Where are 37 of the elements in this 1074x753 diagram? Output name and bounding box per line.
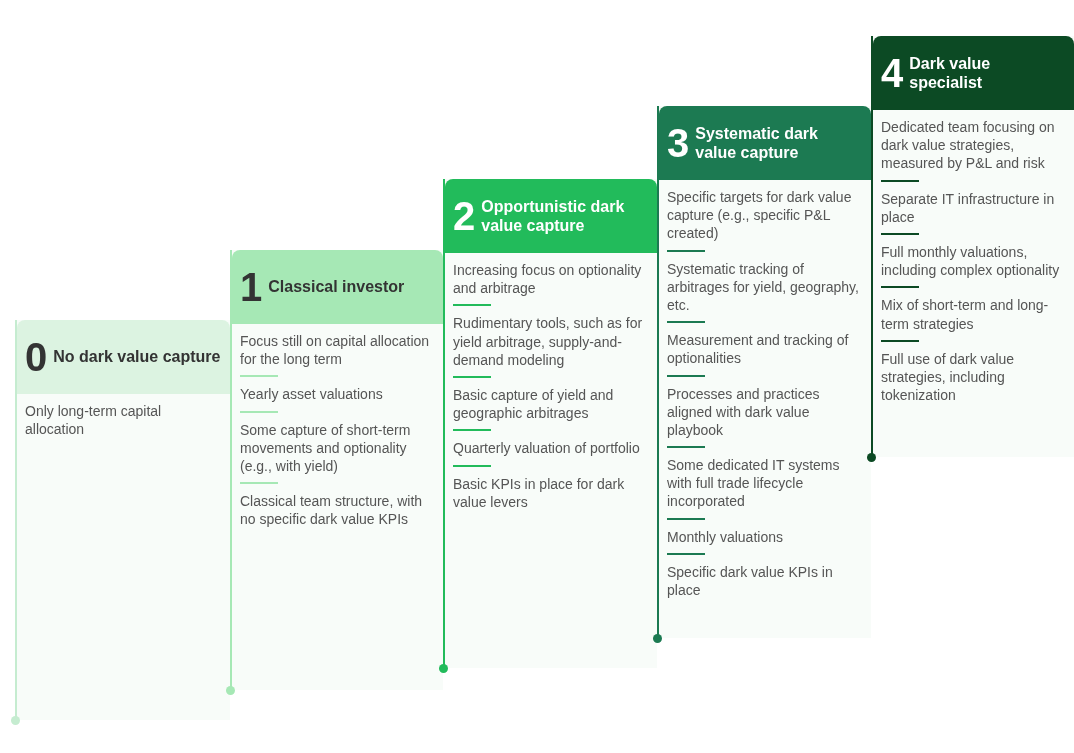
description-text: Processes and practices aligned with dark value playbook (667, 384, 821, 440)
stage-column (15, 320, 230, 720)
description-text: Specific targets for dark value capture (e.g., specific P&L created) (667, 188, 853, 243)
description-text: Specific dark value KPIs in place (667, 562, 834, 600)
description-text: Separate IT infrastructure in place (881, 189, 1056, 226)
description-text: Rudimentary tools, such as for yield arbitrage, supply-and-demand modeling (453, 314, 644, 369)
stage-number: 0 (25, 337, 48, 377)
stage-title: Dark value specialist (909, 53, 992, 93)
stage-column (443, 179, 657, 668)
description-text: Focus still on capital allocation for the long term (240, 332, 431, 369)
description-text: Mix of short-term and long-term strategies (881, 296, 1050, 333)
description-text: Increasing focus on optionality and arbitrage (453, 261, 643, 298)
description-text: Basic capture of yield and geographic arbitrages (453, 385, 615, 423)
stage-column (657, 106, 871, 638)
stage-title: No dark value capture (53, 347, 221, 367)
description-text: Measurement and tracking of optionalities (667, 331, 850, 368)
description-text: Some dedicated IT systems with full trade lifecycle incorporated (667, 456, 841, 511)
stage-column (230, 250, 443, 690)
stage-number: 3 (667, 123, 690, 163)
description-text: Yearly asset valuations (240, 385, 384, 404)
description-text: Basic KPIs in place for dark value levers (453, 474, 626, 511)
stage-number: 1 (240, 267, 263, 307)
stage-number: 4 (881, 53, 904, 93)
description-text: Dedicated team focusing on dark value strategies, measured by P&L and risk (881, 118, 1056, 173)
stage-number: 2 (453, 196, 476, 236)
description-text: Full monthly valuations, including complex optionality (881, 242, 1061, 280)
stage-title: Systematic dark value capture (695, 123, 819, 163)
description-text: Quarterly valuation of portfolio (453, 439, 641, 458)
description-text: Classical team structure, with no specific dark value KPIs (240, 492, 424, 529)
description-text: Monthly valuations (667, 527, 784, 546)
description-text: Some capture of short-term movements and optionality (e.g., with yield) (240, 420, 412, 476)
description-text: Full use of dark value strategies, including tokenization (881, 349, 1016, 405)
stage-column (871, 36, 1074, 457)
description-text: Systematic tracking of arbitrages for yield, geography, etc. (667, 259, 860, 315)
stage-title: Opportunistic dark value capture (481, 196, 626, 236)
description-text: Only long-term capital allocation (25, 402, 163, 439)
stage-title: Classical investor (268, 277, 405, 297)
